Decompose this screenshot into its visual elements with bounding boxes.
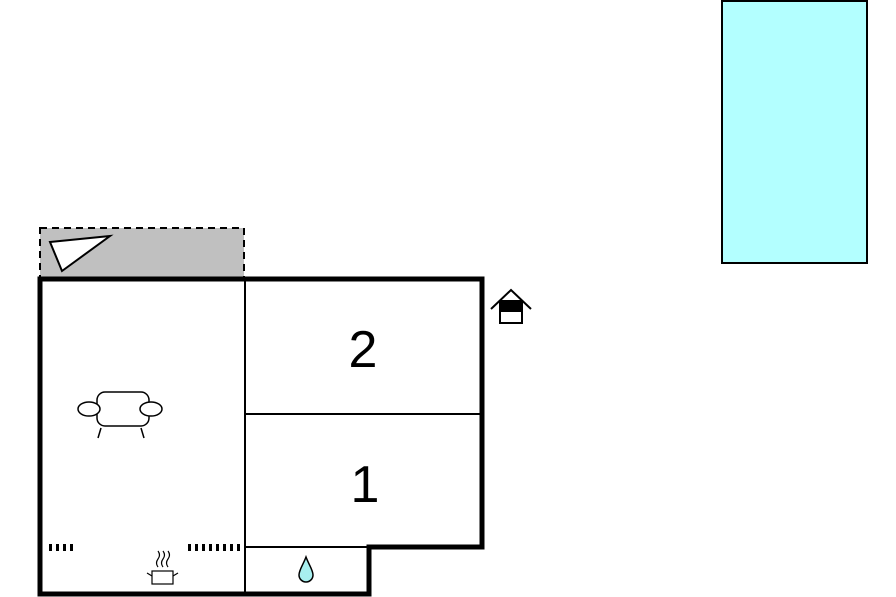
entrance-house-icon bbox=[490, 288, 532, 324]
room-label-1: 1 bbox=[351, 456, 380, 514]
kitchen-pot-icon bbox=[146, 550, 179, 585]
water-drop-icon bbox=[298, 554, 314, 583]
sun-terrace-icon bbox=[48, 234, 114, 273]
room-label-2: 2 bbox=[349, 321, 378, 379]
sofa-icon bbox=[77, 391, 163, 439]
kitchen-counter-marks-left bbox=[49, 544, 73, 551]
pool bbox=[721, 0, 868, 264]
kitchen-counter-marks-right bbox=[188, 544, 240, 551]
